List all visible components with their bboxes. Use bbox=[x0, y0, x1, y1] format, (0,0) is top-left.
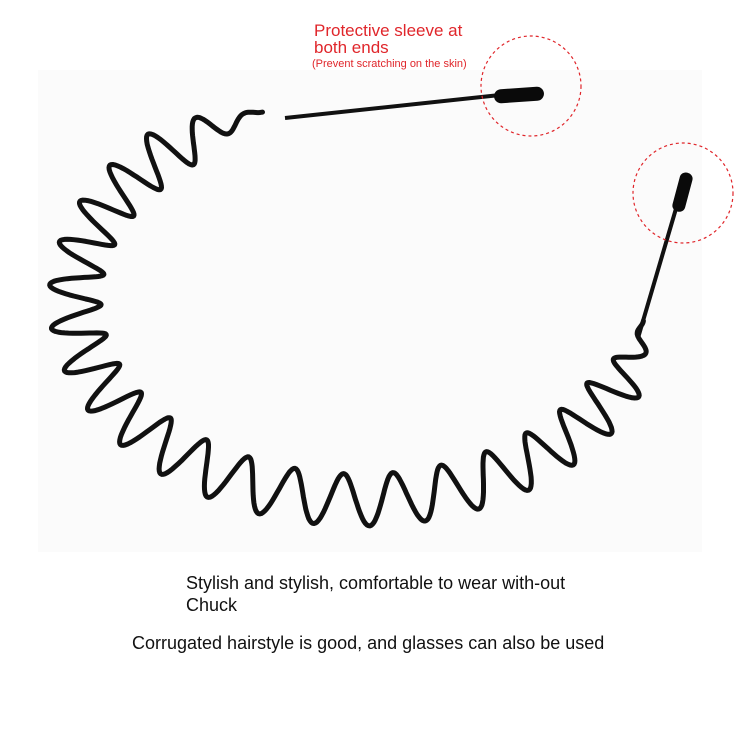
callout-note: (Prevent scratching on the skin) bbox=[312, 58, 467, 70]
highlight-circle-right bbox=[632, 142, 734, 244]
caption-glasses: Corrugated hairstyle is good, and glasse… bbox=[132, 633, 605, 653]
callout-title: Protective sleeve at both ends bbox=[314, 21, 463, 57]
wavy-headband-wire bbox=[47, 109, 649, 529]
left-straight-wire bbox=[284, 93, 501, 120]
highlight-circle-left bbox=[480, 35, 582, 137]
end-sleeve-right bbox=[672, 172, 693, 212]
right-straight-wire bbox=[636, 194, 682, 339]
caption-comfort: Stylish and stylish, comfortable to wear… bbox=[186, 573, 566, 615]
end-sleeve-left bbox=[494, 86, 544, 104]
